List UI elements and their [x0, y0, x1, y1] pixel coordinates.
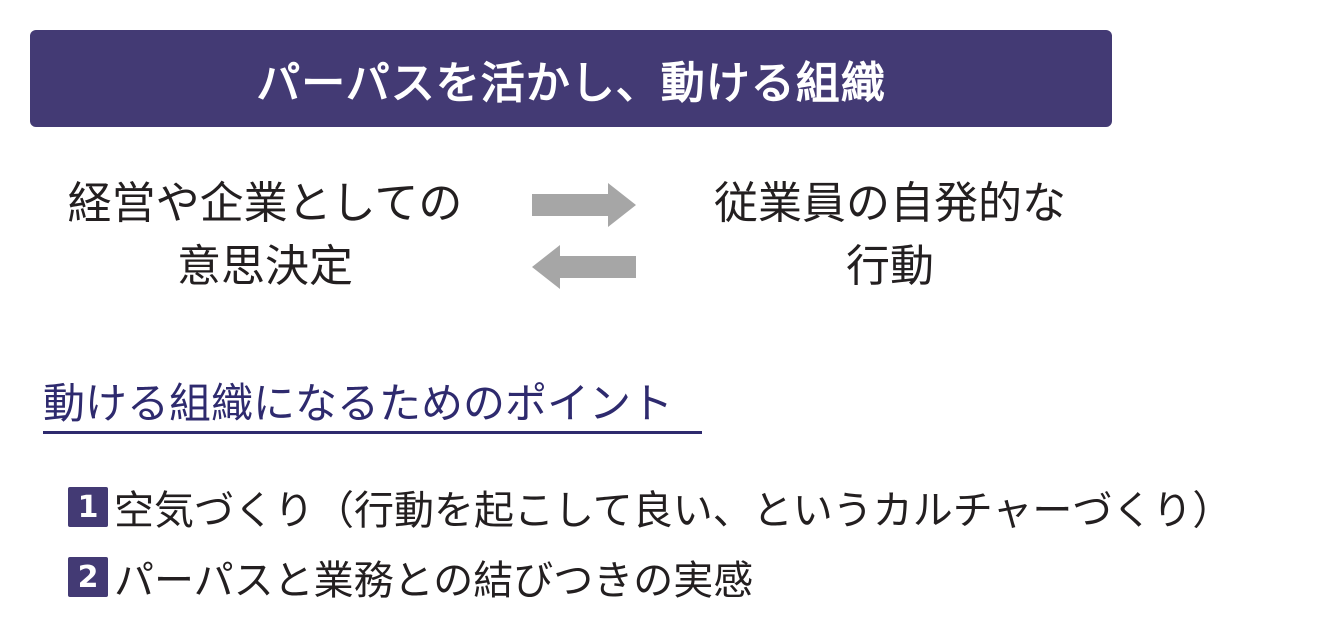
management-decision-line1: 経営や企業としての [67, 178, 463, 229]
right-arrow-icon [532, 183, 636, 227]
point-item-2: 2 パーパスと業務との結びつきの実感 [68, 548, 753, 606]
points-heading: 動ける組織になるためのポイント [43, 379, 674, 428]
banner-title: パーパスを活かし、動ける組織 [256, 57, 886, 109]
number-badge-1: 1 [68, 487, 108, 527]
management-decision-text: 経営や企業としての 意思決定 [25, 172, 505, 298]
employee-action-text: 従業員の自発的な 行動 [650, 172, 1130, 298]
point-item-1: 1 空気づくり（行動を起こして良い、というカルチャーづくり） [68, 478, 1232, 536]
management-decision-line2: 意思決定 [177, 241, 353, 292]
number-badge-2: 2 [68, 557, 108, 597]
employee-action-line2: 行動 [846, 241, 934, 292]
point-text-2: パーパスと業務との結びつきの実感 [114, 558, 754, 604]
title-banner: パーパスを活かし、動ける組織 [30, 30, 1112, 127]
heading-underline [43, 431, 702, 434]
employee-action-line1: 従業員の自発的な [714, 178, 1066, 229]
point-text-1: 空気づくり（行動を起こして良い、というカルチャーづくり） [114, 488, 1233, 534]
left-arrow-icon [532, 245, 636, 289]
